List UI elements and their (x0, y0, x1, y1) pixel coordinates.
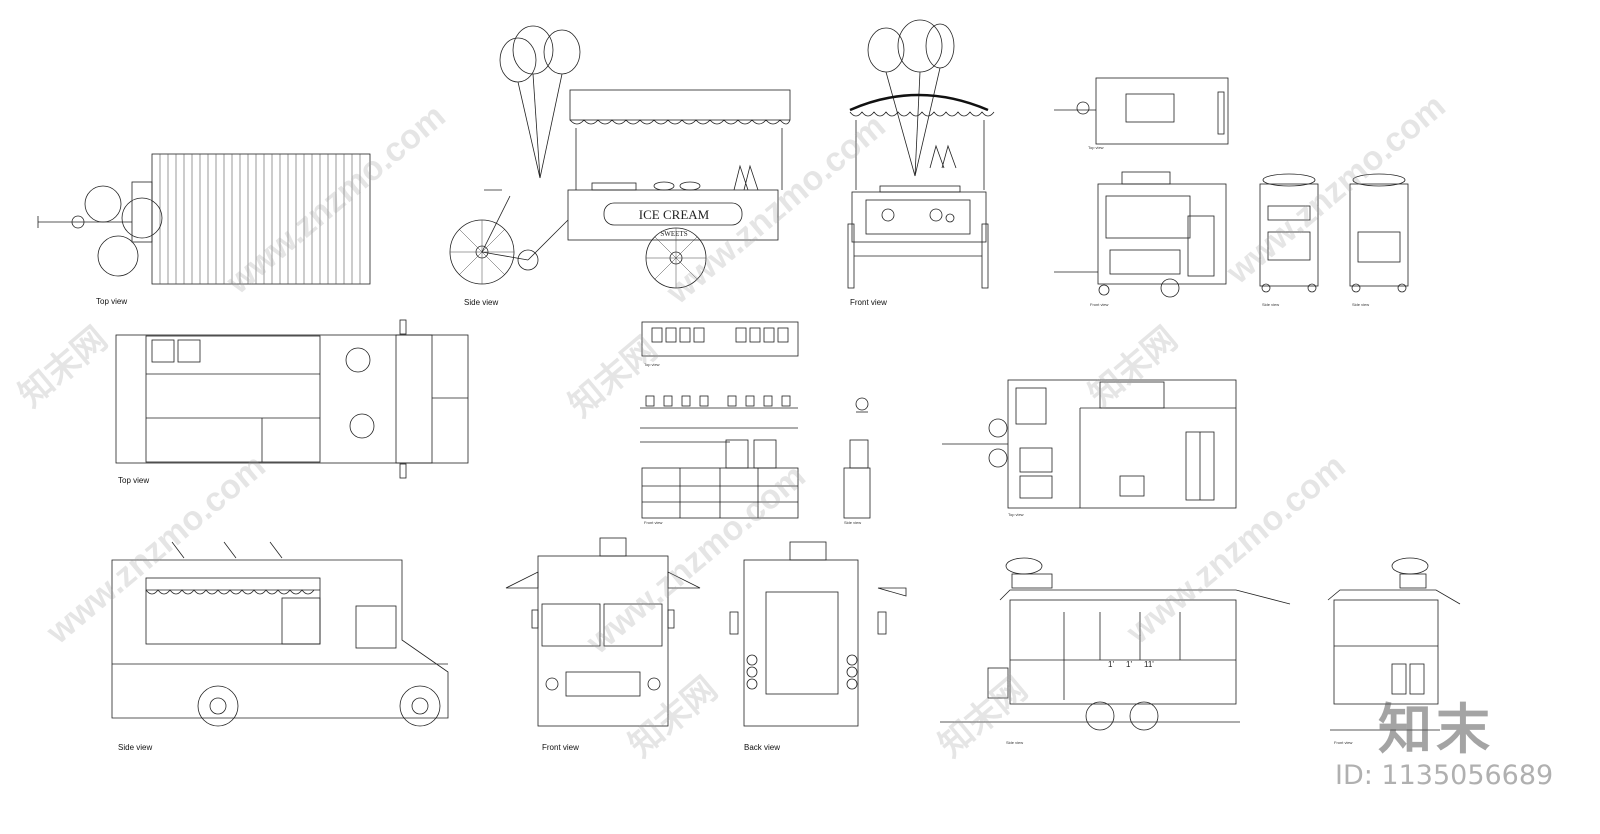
label-tiny-front-view-c: Front view (1334, 740, 1353, 745)
label-front-view-1: Front view (850, 298, 887, 307)
label-tiny-front-view-b: Front view (644, 520, 663, 525)
concession-trailer-views (1054, 77, 1409, 298)
image-id-text: ID: 1135056689 (1335, 760, 1554, 791)
food-truck-top-view (115, 319, 469, 479)
trailer-top-view (37, 153, 371, 285)
ice-cream-cart-front-view (847, 19, 995, 289)
concession-trailer-side-view: 1' 1' 11' (940, 557, 1291, 731)
food-truck-side-view (111, 541, 449, 727)
food-truck-back-view (729, 541, 907, 727)
label-top-view-1: Top view (96, 297, 128, 306)
label-tiny-side-view-d: Side view (1006, 740, 1024, 745)
cart-sign-bottom: SWEETS (660, 230, 687, 238)
label-side-view-1: Side view (464, 298, 499, 307)
label-back-view: Back view (744, 743, 781, 752)
ice-cream-cart-side-view: ICE CREAM SWEETS (449, 25, 791, 289)
brand-logo-text: 知末 (1378, 698, 1494, 761)
label-tiny-front-view: Front view (1090, 302, 1109, 307)
label-front-view-2: Front view (542, 743, 579, 752)
dimension-mark-3: 11' (1144, 660, 1154, 669)
label-tiny-top-view-b: Top view (644, 362, 660, 367)
cart-sign-top: ICE CREAM (639, 207, 710, 222)
label-top-view-2: Top view (118, 476, 150, 485)
label-tiny-top-view-c: Top view (1008, 512, 1024, 517)
dimension-mark-2: 1' (1126, 660, 1132, 669)
counter-elevation-views (640, 321, 871, 519)
label-tiny-side-view-c: Side view (844, 520, 862, 525)
concession-trailer-end-view (1327, 557, 1461, 731)
label-tiny-side-view-b: Side view (1352, 302, 1370, 307)
label-tiny-side-view-a: Side view (1262, 302, 1280, 307)
label-tiny-top-view: Top view (1088, 145, 1104, 150)
trailer-kitchen-top-view (942, 379, 1237, 509)
label-side-view-2: Side view (118, 743, 153, 752)
food-truck-front-view (505, 537, 701, 727)
dimension-mark-1: 1' (1108, 660, 1114, 669)
